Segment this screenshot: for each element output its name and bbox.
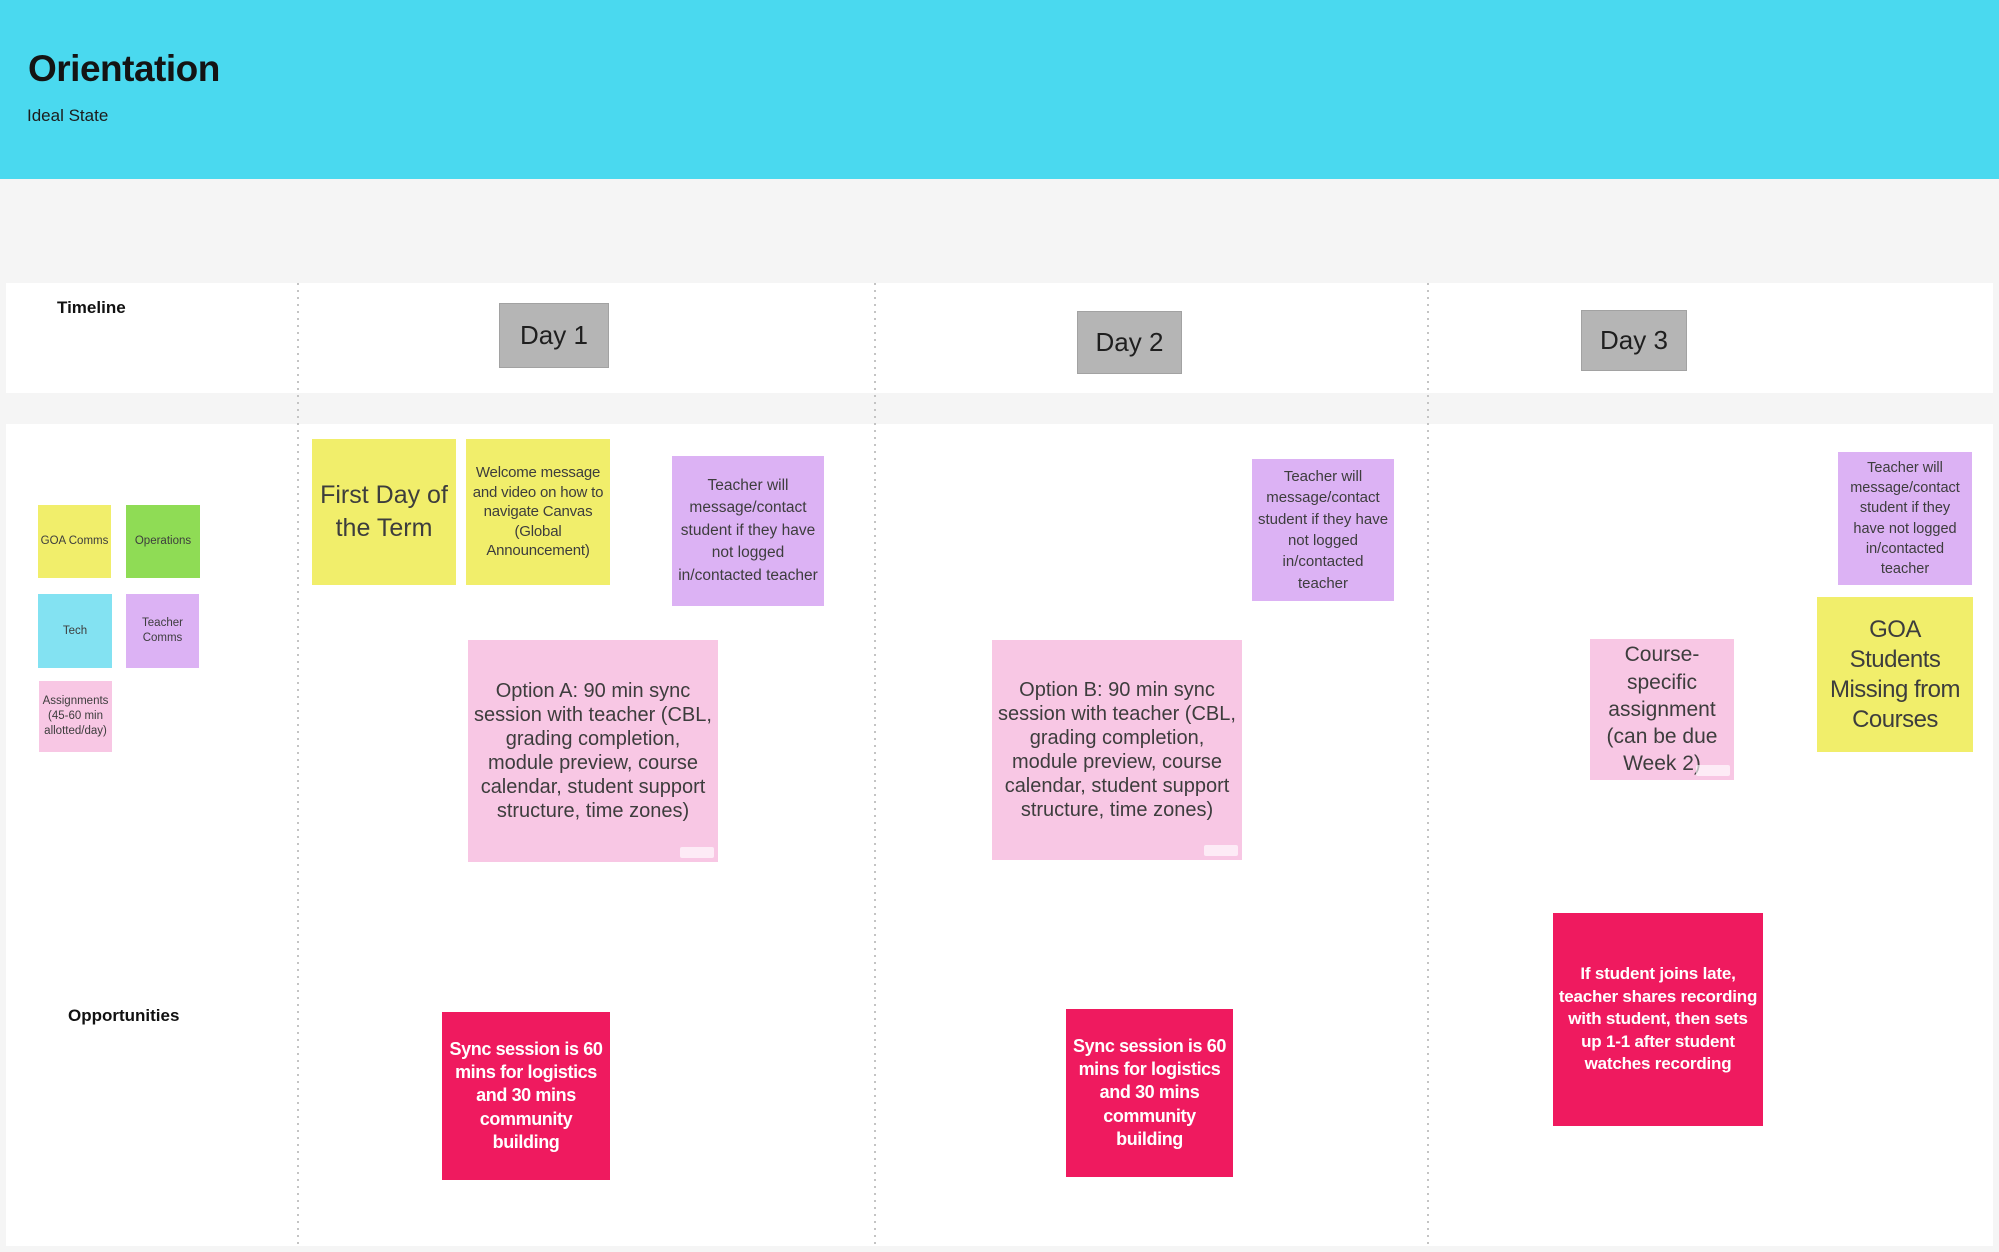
legend-sticky-goa-comms[interactable]: GOA Comms <box>38 505 111 578</box>
day-1-chip[interactable]: Day 1 <box>499 303 609 368</box>
column-separator <box>297 283 299 1246</box>
sticky-sync-session-day2[interactable]: Sync session is 60 mins for logistics an… <box>1066 1009 1233 1177</box>
sticky-option-a-text: Option A: 90 min sync session with teach… <box>474 680 712 822</box>
sticky-first-day-of-term[interactable]: First Day of the Term <box>312 439 456 585</box>
sticky-option-b-text: Option B: 90 min sync session with teach… <box>998 679 1236 821</box>
sticky-course-specific-text: Course-specific assignment (can be due W… <box>1606 643 1718 776</box>
sticky-late-join-recording[interactable]: If student joins late, teacher shares re… <box>1553 913 1763 1126</box>
sticky-author-watermark <box>1696 765 1730 776</box>
sticky-welcome-message[interactable]: Welcome message and video on how to navi… <box>466 439 610 585</box>
sticky-option-a[interactable]: Option A: 90 min sync session with teach… <box>468 640 718 862</box>
legend-sticky-tech[interactable]: Tech <box>38 594 112 668</box>
day-2-chip[interactable]: Day 2 <box>1077 311 1182 374</box>
timeline-label: Timeline <box>57 298 126 317</box>
timeline-row-panel <box>6 283 1993 393</box>
sticky-author-watermark <box>680 847 714 858</box>
legend-sticky-operations[interactable]: Operations <box>126 505 200 578</box>
opportunities-label: Opportunities <box>68 1006 180 1025</box>
column-separator <box>1427 283 1429 1246</box>
day-3-chip[interactable]: Day 3 <box>1581 310 1687 371</box>
sticky-teacher-contact-day2[interactable]: Teacher will message/contact student if … <box>1252 459 1394 601</box>
sticky-course-specific-assignment[interactable]: Course-specific assignment (can be due W… <box>1590 639 1734 780</box>
board-header: Orientation Ideal State <box>0 0 1999 179</box>
legend-sticky-teacher-comms[interactable]: Teacher Comms <box>126 594 199 668</box>
page-subtitle: Ideal State <box>27 106 109 125</box>
page-title: Orientation <box>28 48 220 89</box>
sticky-option-b[interactable]: Option B: 90 min sync session with teach… <box>992 640 1242 860</box>
sticky-teacher-contact-day1[interactable]: Teacher will message/contact student if … <box>672 456 824 606</box>
column-separator <box>874 283 876 1246</box>
legend-sticky-assignments[interactable]: Assignments (45-60 min allotted/day) <box>39 681 112 752</box>
sticky-author-watermark <box>1204 845 1238 856</box>
sticky-teacher-contact-day3[interactable]: Teacher will message/contact student if … <box>1838 452 1972 585</box>
sticky-goa-students-missing[interactable]: GOA Students Missing from Courses <box>1817 597 1973 752</box>
sticky-sync-session-day1[interactable]: Sync session is 60 mins for logistics an… <box>442 1012 610 1180</box>
